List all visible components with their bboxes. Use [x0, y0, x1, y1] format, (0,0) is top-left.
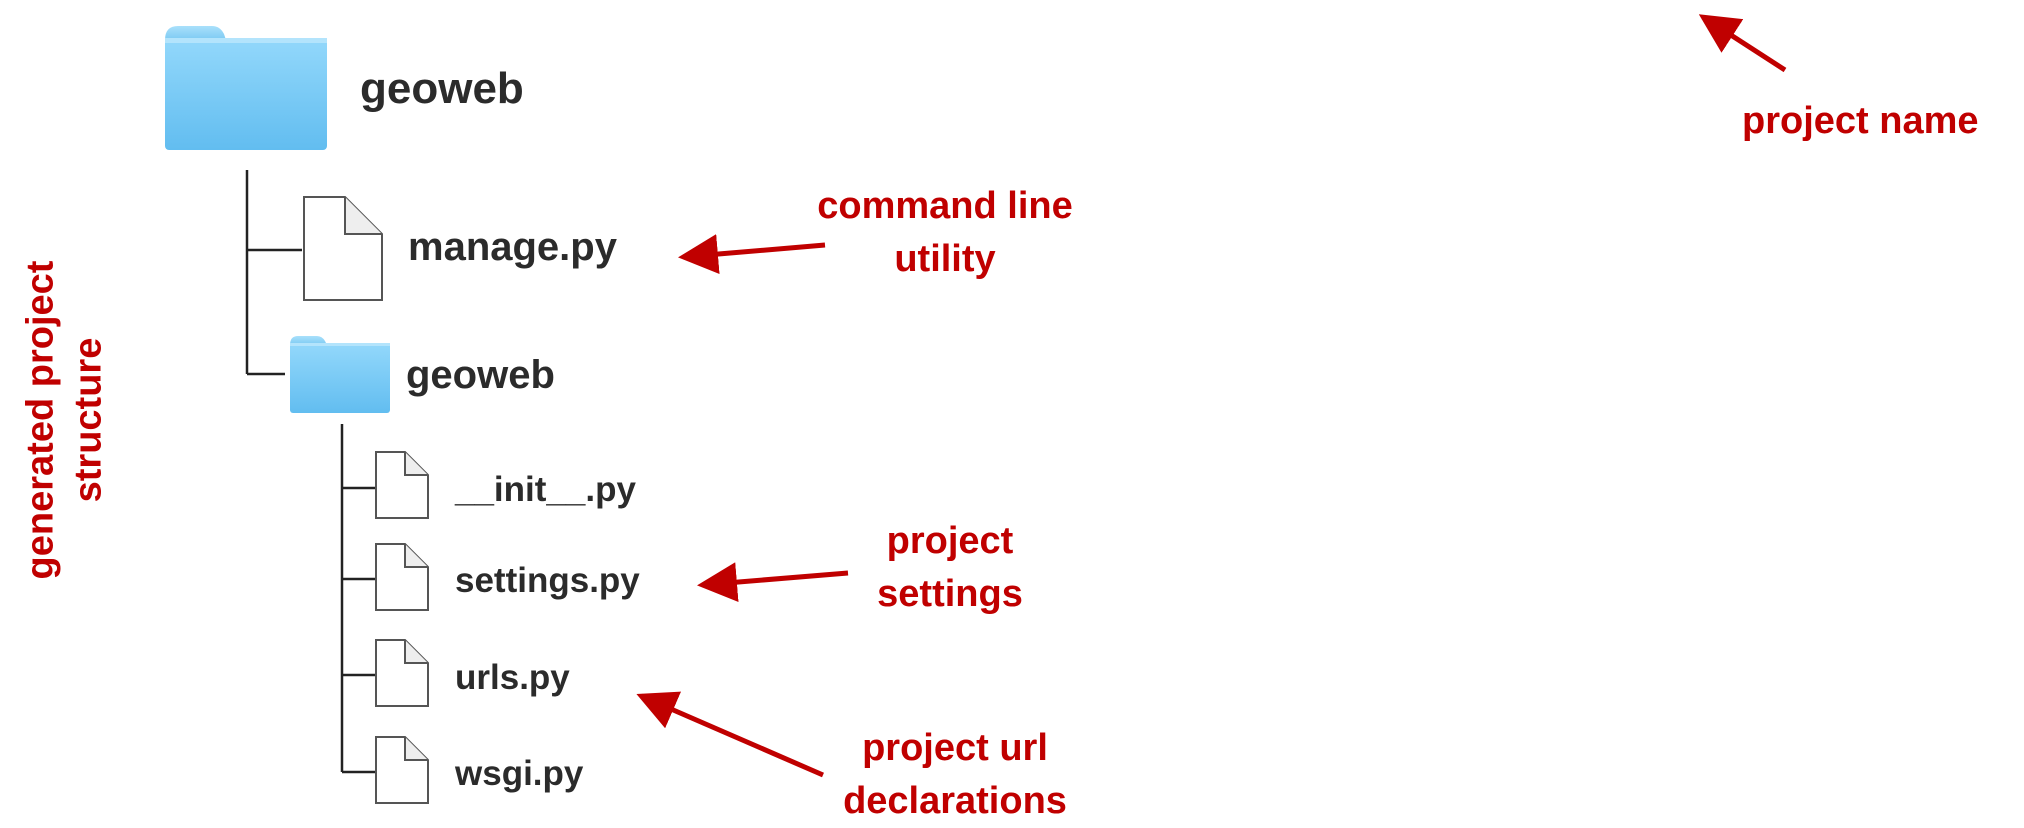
- file-label-init: __init__.py: [455, 470, 636, 509]
- diagram-title-line1: generated project: [19, 260, 62, 580]
- annotation-project-settings: project settings: [820, 515, 1080, 621]
- subfolder-label: geoweb: [406, 353, 555, 397]
- diagram-title: generated project structure: [18, 261, 113, 580]
- annotation-project-urls-line2: declarations: [843, 780, 1067, 823]
- arrow-project-urls: [636, 691, 824, 778]
- folder-icon: [165, 26, 327, 150]
- annotation-project-settings-line1: project: [886, 520, 1014, 562]
- file-icon: [303, 196, 383, 301]
- annotation-project-urls: project url declarations: [810, 722, 1100, 828]
- file-icon: [375, 639, 429, 707]
- annotation-command-line-line1: command line: [817, 185, 1073, 227]
- annotation-project-settings-line2: settings: [877, 573, 1023, 616]
- file-icon: [375, 736, 429, 804]
- file-label-manage: manage.py: [408, 225, 617, 269]
- file-icon: [375, 451, 429, 519]
- file-icon: [375, 543, 429, 611]
- diagram-title-line2: structure: [67, 337, 109, 503]
- file-label-urls: urls.py: [455, 658, 570, 697]
- tree-lines: [245, 170, 376, 774]
- file-label-settings: settings.py: [455, 561, 640, 600]
- arrow-project-name: [1698, 14, 1787, 73]
- annotation-command-line-line2: utility: [894, 238, 996, 281]
- annotation-project-name: project name: [1742, 100, 1979, 142]
- annotation-arrows: [636, 14, 1787, 778]
- annotation-command-line: command line utility: [800, 180, 1090, 286]
- arrow-command-line: [678, 234, 826, 274]
- arrow-project-settings: [697, 562, 849, 603]
- file-label-wsgi: wsgi.py: [455, 754, 584, 793]
- annotation-project-urls-line1: project url: [862, 727, 1048, 769]
- root-folder-label: geoweb: [360, 64, 524, 113]
- folder-icon: [290, 336, 390, 413]
